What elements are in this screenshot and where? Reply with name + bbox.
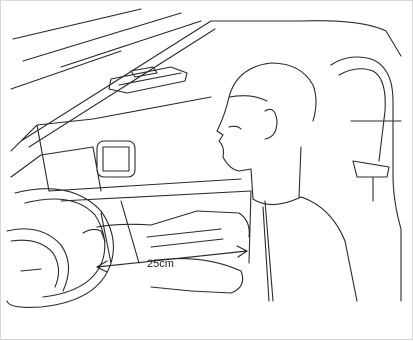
- side-mirror: [97, 141, 135, 177]
- steering-wheel: [7, 189, 113, 308]
- windshield-lines: [11, 9, 401, 147]
- door-frame: [11, 97, 251, 263]
- distance-label: 25cm: [147, 258, 174, 270]
- driver-seat: [331, 57, 401, 301]
- driver-figure: [83, 63, 357, 301]
